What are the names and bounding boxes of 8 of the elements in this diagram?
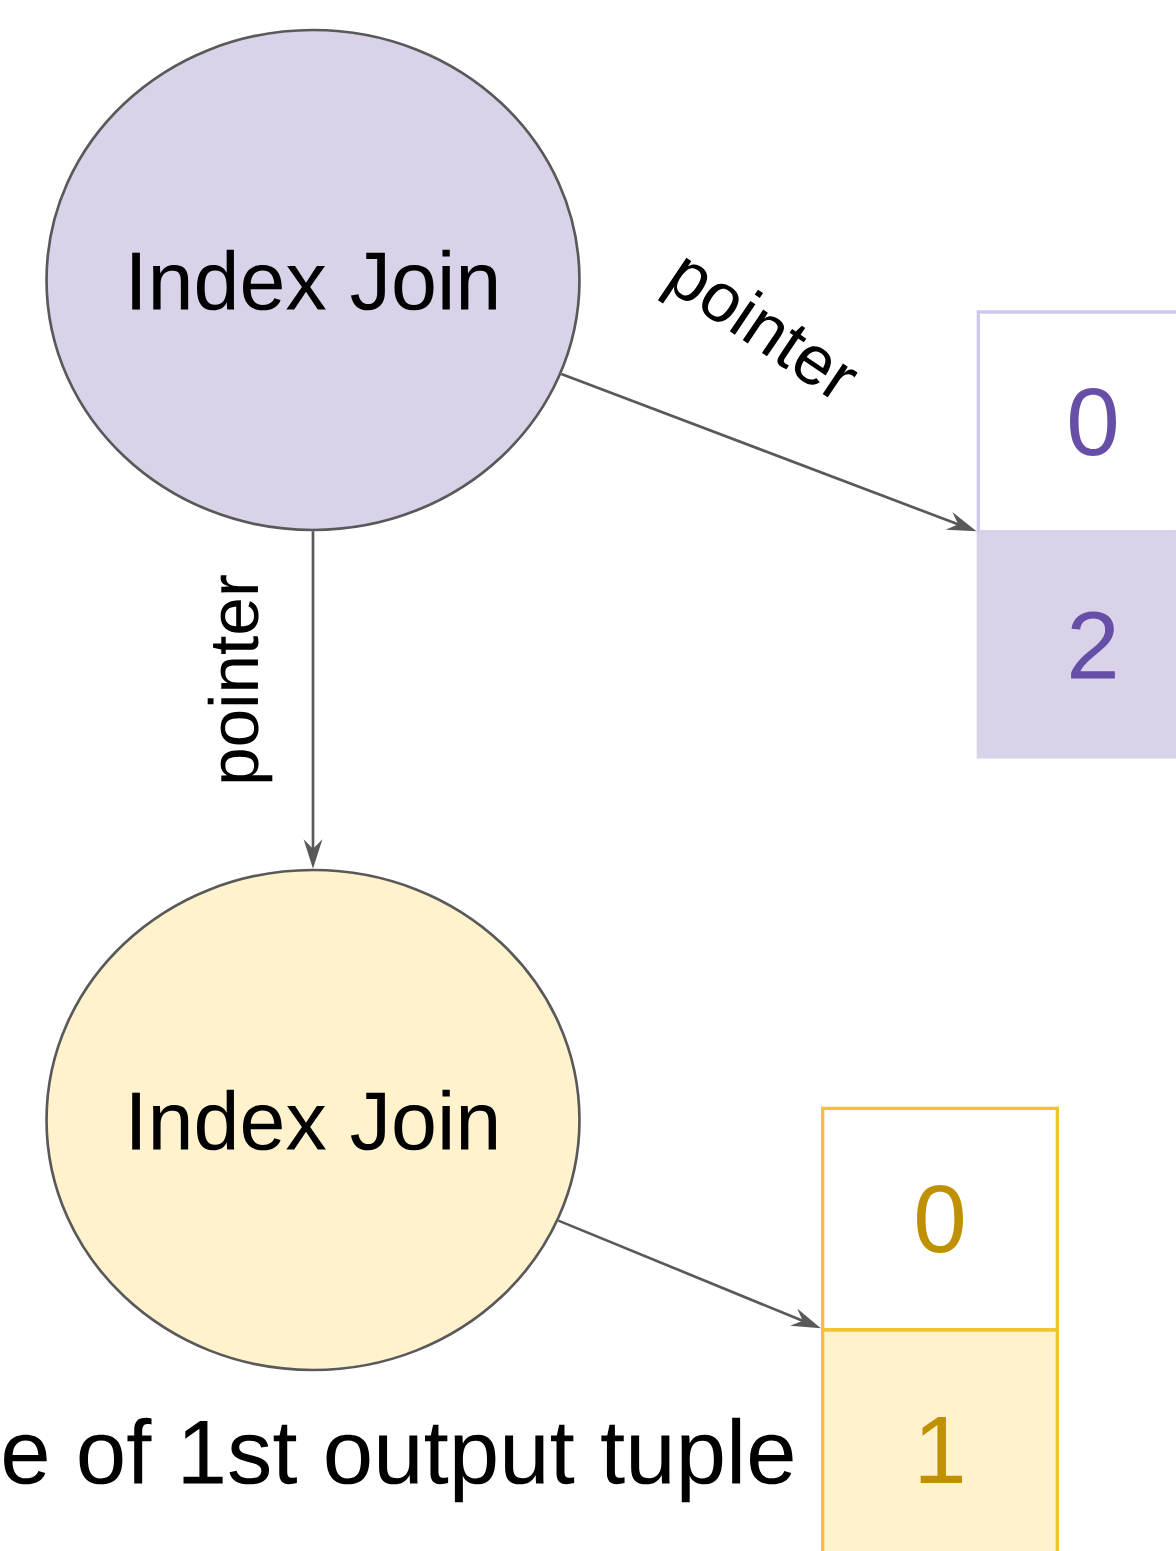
circle-node: Index Join bbox=[45, 868, 581, 1372]
caption-text: e of 1st output tuple bbox=[4, 1417, 793, 1503]
array-cell: 0 bbox=[821, 1106, 1059, 1332]
array-cell: 1 bbox=[821, 1328, 1059, 1551]
array-cell: 2 bbox=[976, 531, 1176, 759]
edge-label: pointer bbox=[207, 575, 273, 782]
circle-node: Index Join bbox=[45, 28, 581, 532]
array-cell: 0 bbox=[976, 310, 1176, 534]
